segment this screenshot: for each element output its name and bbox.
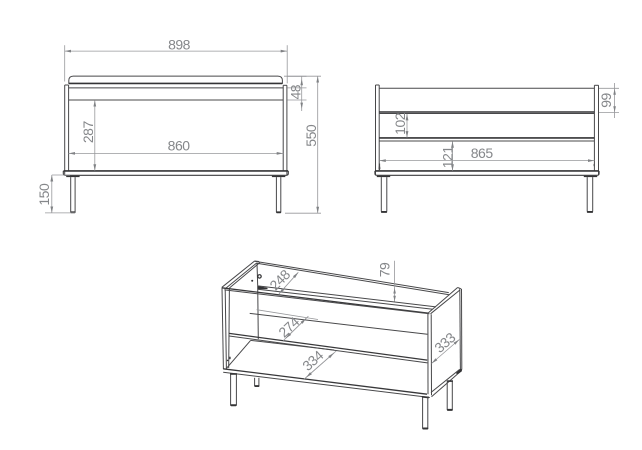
svg-text:150: 150 (36, 183, 52, 206)
svg-text:860: 860 (168, 138, 191, 154)
svg-text:333: 333 (431, 329, 459, 356)
svg-text:865: 865 (471, 145, 494, 161)
svg-text:287: 287 (80, 121, 96, 144)
svg-text:99: 99 (598, 93, 614, 108)
svg-text:48: 48 (287, 84, 303, 99)
svg-text:898: 898 (168, 37, 191, 53)
svg-text:550: 550 (303, 124, 319, 147)
svg-text:102: 102 (392, 112, 408, 135)
svg-text:79: 79 (376, 262, 392, 277)
svg-text:274: 274 (275, 313, 302, 340)
svg-text:121: 121 (439, 146, 455, 169)
svg-text:334: 334 (299, 347, 326, 374)
